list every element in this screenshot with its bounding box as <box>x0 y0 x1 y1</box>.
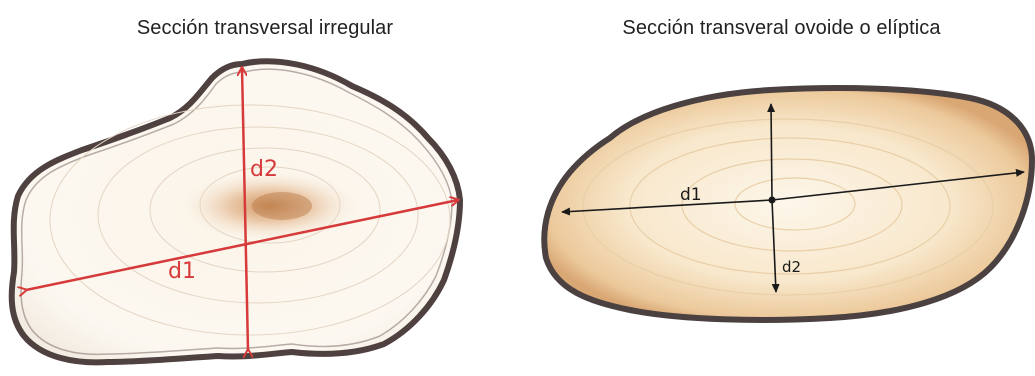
elliptical-d2-arrow-up <box>771 104 772 200</box>
elliptical-bark <box>544 88 1032 320</box>
elliptical-section-panel: Sección transveral ovoide o elíptica <box>520 0 1035 376</box>
irregular-section-panel: Sección transversal irregular <box>0 0 520 376</box>
irregular-d2-label: d2 <box>250 157 278 182</box>
irregular-section-drawing: d2 d1 <box>0 0 520 376</box>
irregular-d1-label: d1 <box>168 259 196 284</box>
elliptical-d1-label: d1 <box>680 185 702 205</box>
elliptical-section-drawing: d1 d2 <box>520 0 1035 376</box>
elliptical-center-point <box>769 197 776 204</box>
elliptical-d2-label: d2 <box>782 258 801 276</box>
